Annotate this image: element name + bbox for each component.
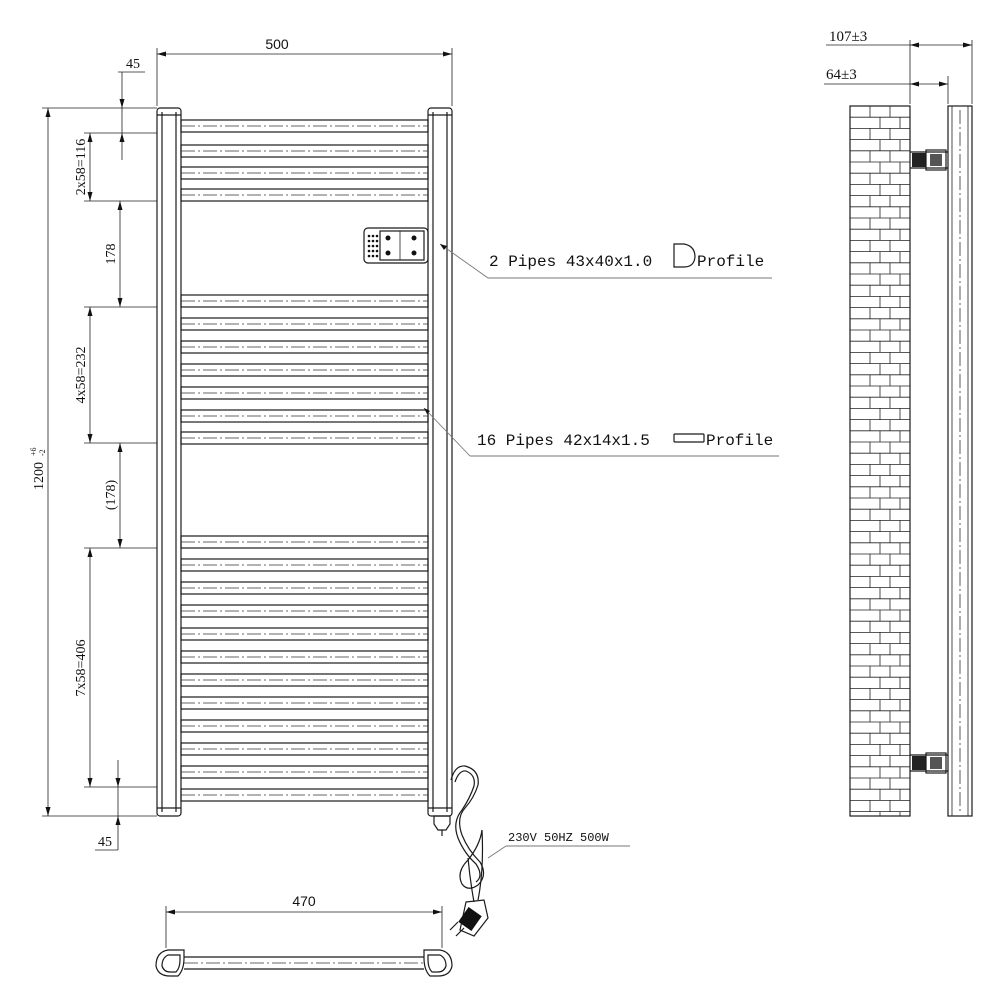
svg-text:2 Pipes 43x40x1.0: 2 Pipes 43x40x1.0 xyxy=(489,253,652,271)
spacing-top-label: 2x58=116 xyxy=(74,139,89,195)
d-profile-icon xyxy=(673,243,696,268)
side-view xyxy=(824,40,973,817)
svg-text:1200: 1200 xyxy=(32,462,47,490)
horizontal-bars xyxy=(180,119,429,802)
gap-2-label: (178) xyxy=(104,480,119,511)
power-cable xyxy=(450,765,630,903)
right-upright xyxy=(427,107,453,817)
brick-wall xyxy=(849,105,911,817)
left-upright xyxy=(156,107,182,817)
wall-bracket-top xyxy=(910,149,948,171)
depth-inner-label: 64±3 xyxy=(826,67,857,83)
svg-text:-2: -2 xyxy=(38,449,47,456)
dimension-lines xyxy=(42,48,453,851)
height-total-label: 1200 +6 -2 xyxy=(29,447,47,490)
gap-1-label: 178 xyxy=(104,244,119,265)
plan-view xyxy=(155,906,453,977)
side-upright xyxy=(947,105,973,817)
rect-profile-icon xyxy=(673,433,705,443)
svg-text:+6: +6 xyxy=(29,447,38,456)
offset-top-label: 45 xyxy=(126,57,140,72)
offset-bottom-label: 45 xyxy=(98,835,112,850)
svg-text:Profile: Profile xyxy=(697,253,764,271)
heating-controller-icon xyxy=(363,227,429,264)
wall-bracket-bottom xyxy=(910,752,948,774)
power-label: 230V 50HZ 500W xyxy=(508,831,610,845)
horizontal-pipes-callout: 16 Pipes 42x14x1.5 Profile xyxy=(423,407,779,457)
front-view xyxy=(156,107,453,836)
spacing-bottom-label: 7x58=406 xyxy=(74,640,89,697)
width-bottom-label: 470 xyxy=(292,893,316,909)
svg-text:16 Pipes 42x14x1.5: 16 Pipes 42x14x1.5 xyxy=(477,432,650,450)
power-plug-icon xyxy=(449,899,489,937)
svg-text:Profile: Profile xyxy=(706,432,773,450)
width-top-label: 500 xyxy=(265,36,289,52)
spacing-middle-label: 4x58=232 xyxy=(74,347,89,404)
cable-connector xyxy=(433,815,451,831)
depth-outer-label: 107±3 xyxy=(829,29,867,45)
vertical-pipes-callout: 2 Pipes 43x40x1.0 Profile xyxy=(439,243,772,279)
